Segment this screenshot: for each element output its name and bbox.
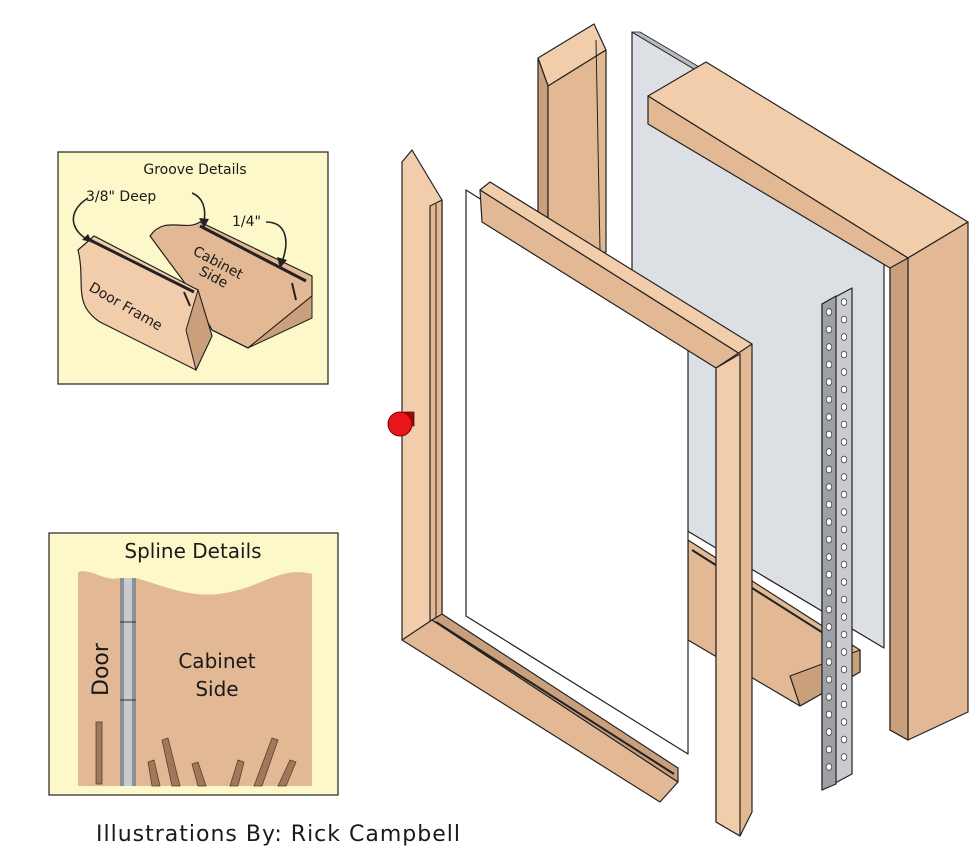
hinge-hole <box>825 465 833 474</box>
hinge-hole <box>840 683 848 691</box>
hinge-hole <box>825 693 833 701</box>
groove-cabinet-side-block: Cabinet Side <box>149 221 313 349</box>
hinge-hole <box>840 315 848 324</box>
hinge-hole <box>840 735 848 744</box>
hinge-hole <box>825 745 833 754</box>
cabinet-box-right <box>647 61 969 741</box>
red-knob-icon <box>387 411 415 437</box>
hinge-hole <box>840 578 848 586</box>
hinge-hole <box>840 753 848 761</box>
hinge-hole <box>825 395 833 404</box>
hinge-hole <box>840 630 848 639</box>
hinge-hole <box>825 658 833 666</box>
hinge-hole <box>840 420 848 429</box>
hinge-hole <box>825 553 833 561</box>
groove-details-inset: Groove Details Cabinet Side Door Frame 3… <box>57 151 329 385</box>
spline-cabinet-side-label-1: Cabinet <box>178 649 255 673</box>
groove-details-title: Groove Details <box>143 162 246 178</box>
hinge-hole <box>840 508 848 516</box>
hinge-hole <box>840 385 848 394</box>
hinge-hole <box>840 438 848 446</box>
groove-depth-label: 3/8" Deep <box>86 189 156 205</box>
hinge-hole <box>825 763 833 771</box>
hinge-hole <box>825 448 833 456</box>
hinge-hole <box>840 350 848 359</box>
spline-cabinet-side-piece <box>136 572 312 786</box>
piano-hinge <box>821 287 853 791</box>
hinge-hole <box>825 728 833 736</box>
hinge-hole <box>825 343 833 351</box>
hinge-hole <box>825 378 833 386</box>
spline-details-inset: Spline Details Door Cabinet Side <box>48 532 339 796</box>
hinge-hole <box>840 648 848 656</box>
hinge-hole <box>840 595 848 604</box>
hinge-hole <box>825 605 833 614</box>
spline-door-piece <box>78 571 120 786</box>
hinge-hole <box>825 640 833 649</box>
hinge-hole <box>840 473 848 481</box>
hinge-hole <box>825 360 833 369</box>
spline-details-title: Spline Details <box>124 539 261 563</box>
hinge-hole <box>825 518 833 526</box>
hinge-hole <box>840 403 848 411</box>
hinge-hole <box>825 500 833 509</box>
hinge-hole <box>825 535 833 544</box>
spline-door-label: Door <box>89 642 114 696</box>
hinge-hole <box>825 570 833 579</box>
hinge-hole <box>825 675 833 684</box>
hinge-hole <box>840 718 848 726</box>
hinge-hole <box>825 430 833 439</box>
hinge-hole <box>840 368 848 376</box>
hinge-hole <box>840 525 848 534</box>
hinge-hole <box>840 298 848 306</box>
hinge-hole <box>840 490 848 499</box>
hinge-hole <box>825 413 833 421</box>
groove-width-label: 1/4" <box>232 214 261 230</box>
hinge-hole <box>825 588 833 596</box>
hinge-hole <box>840 560 848 569</box>
hinge-hole <box>825 483 833 491</box>
hinge-hole <box>840 700 848 709</box>
front-door-frame <box>401 149 753 837</box>
hinge-hole <box>840 665 848 674</box>
hinge-hole <box>840 333 848 341</box>
hinge-hole <box>825 710 833 719</box>
hinge-hole <box>840 543 848 551</box>
hinge-hole <box>840 613 848 621</box>
hinge-hole <box>840 455 848 464</box>
width-arrow <box>265 221 287 263</box>
hinge-hole <box>825 308 833 316</box>
spline-cabinet-side-label-2: Side <box>195 677 238 701</box>
spline-grain-marks <box>95 721 297 787</box>
illustration-credit: Illustrations By: Rick Campbell <box>96 822 461 847</box>
exploded-cabinet <box>387 23 969 837</box>
rear-stile <box>537 23 607 271</box>
hinge-hole <box>825 623 833 631</box>
hinge-hole <box>825 325 833 334</box>
